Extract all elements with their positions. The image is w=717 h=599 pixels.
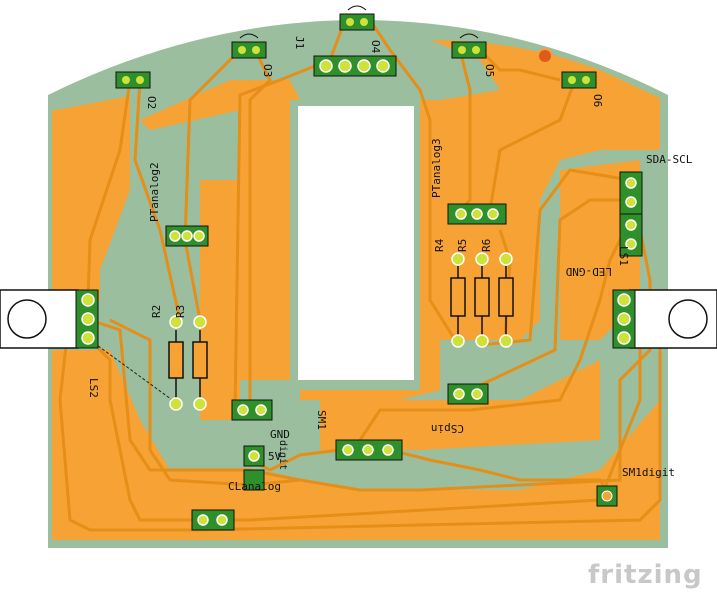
connector-ls2 — [0, 289, 99, 349]
header-cspin — [335, 439, 403, 461]
resistor-r6 — [498, 252, 514, 348]
fritzing-logo: fritzing — [588, 560, 703, 590]
ratsnest-line — [89, 339, 176, 403]
label-r5: R5 — [456, 239, 469, 252]
label-ptanalog2: PTanalog2 — [148, 162, 161, 222]
label-led-gnd: LED-GND — [566, 265, 612, 278]
header-ptanalog2 — [165, 225, 209, 247]
header-o3 — [231, 33, 267, 59]
label-r3: R3 — [174, 305, 187, 318]
traces — [58, 19, 662, 532]
header-sda-scl — [619, 171, 643, 215]
label-sda-scl: SDA-SCL — [646, 153, 693, 166]
label-r2: R2 — [150, 305, 163, 318]
label-clanalog: CLanalog — [228, 480, 281, 493]
header-bottom-center — [447, 383, 489, 405]
header-5v — [243, 445, 265, 467]
resistor-r2 — [168, 315, 184, 411]
label-ls2: LS2 — [87, 378, 100, 398]
label-j1: J1 — [293, 36, 306, 49]
label-gnd: GND — [270, 428, 290, 441]
header-j1 — [313, 55, 397, 77]
label-sm1digit: SM1digit — [622, 466, 675, 479]
silkscreen-labels: J1 O4 O3 O2 O5 O6 PTanalog2 PTanalog3 SD… — [87, 36, 693, 493]
label-sm1: SM1 — [315, 410, 328, 430]
label-o2: O2 — [145, 96, 158, 109]
resistor-r4 — [450, 252, 466, 348]
red-marker — [537, 48, 553, 64]
resistor-r5 — [474, 252, 490, 348]
label-r4: R4 — [433, 238, 446, 252]
header-ptanalog3 — [447, 203, 507, 225]
label-ptanalog3: PTanalog3 — [430, 138, 443, 198]
label-o3: O3 — [261, 64, 274, 77]
cutout-window — [298, 106, 414, 380]
header-led-gnd — [619, 213, 643, 257]
header-o6 — [561, 71, 597, 89]
resistor-r3 — [192, 315, 208, 411]
header-sm1digit — [596, 485, 618, 507]
label-o4: O4 — [369, 40, 382, 54]
label-cspin: CSpin — [431, 422, 464, 435]
header-o2 — [115, 71, 151, 89]
label-digit-small: digit — [277, 440, 288, 470]
header-o5 — [451, 33, 487, 59]
label-o6: O6 — [591, 94, 604, 107]
connector-ls1 — [612, 289, 717, 349]
header-gnd — [231, 399, 273, 421]
label-r6: R6 — [480, 239, 493, 252]
label-5v: 5V — [268, 450, 282, 463]
header-clanalog — [243, 469, 265, 491]
copper-pour — [52, 40, 660, 540]
header-bottom-left — [191, 509, 235, 531]
header-o4 — [339, 5, 375, 31]
label-o5: O5 — [483, 64, 496, 77]
label-ls1: LS1 — [617, 246, 630, 266]
